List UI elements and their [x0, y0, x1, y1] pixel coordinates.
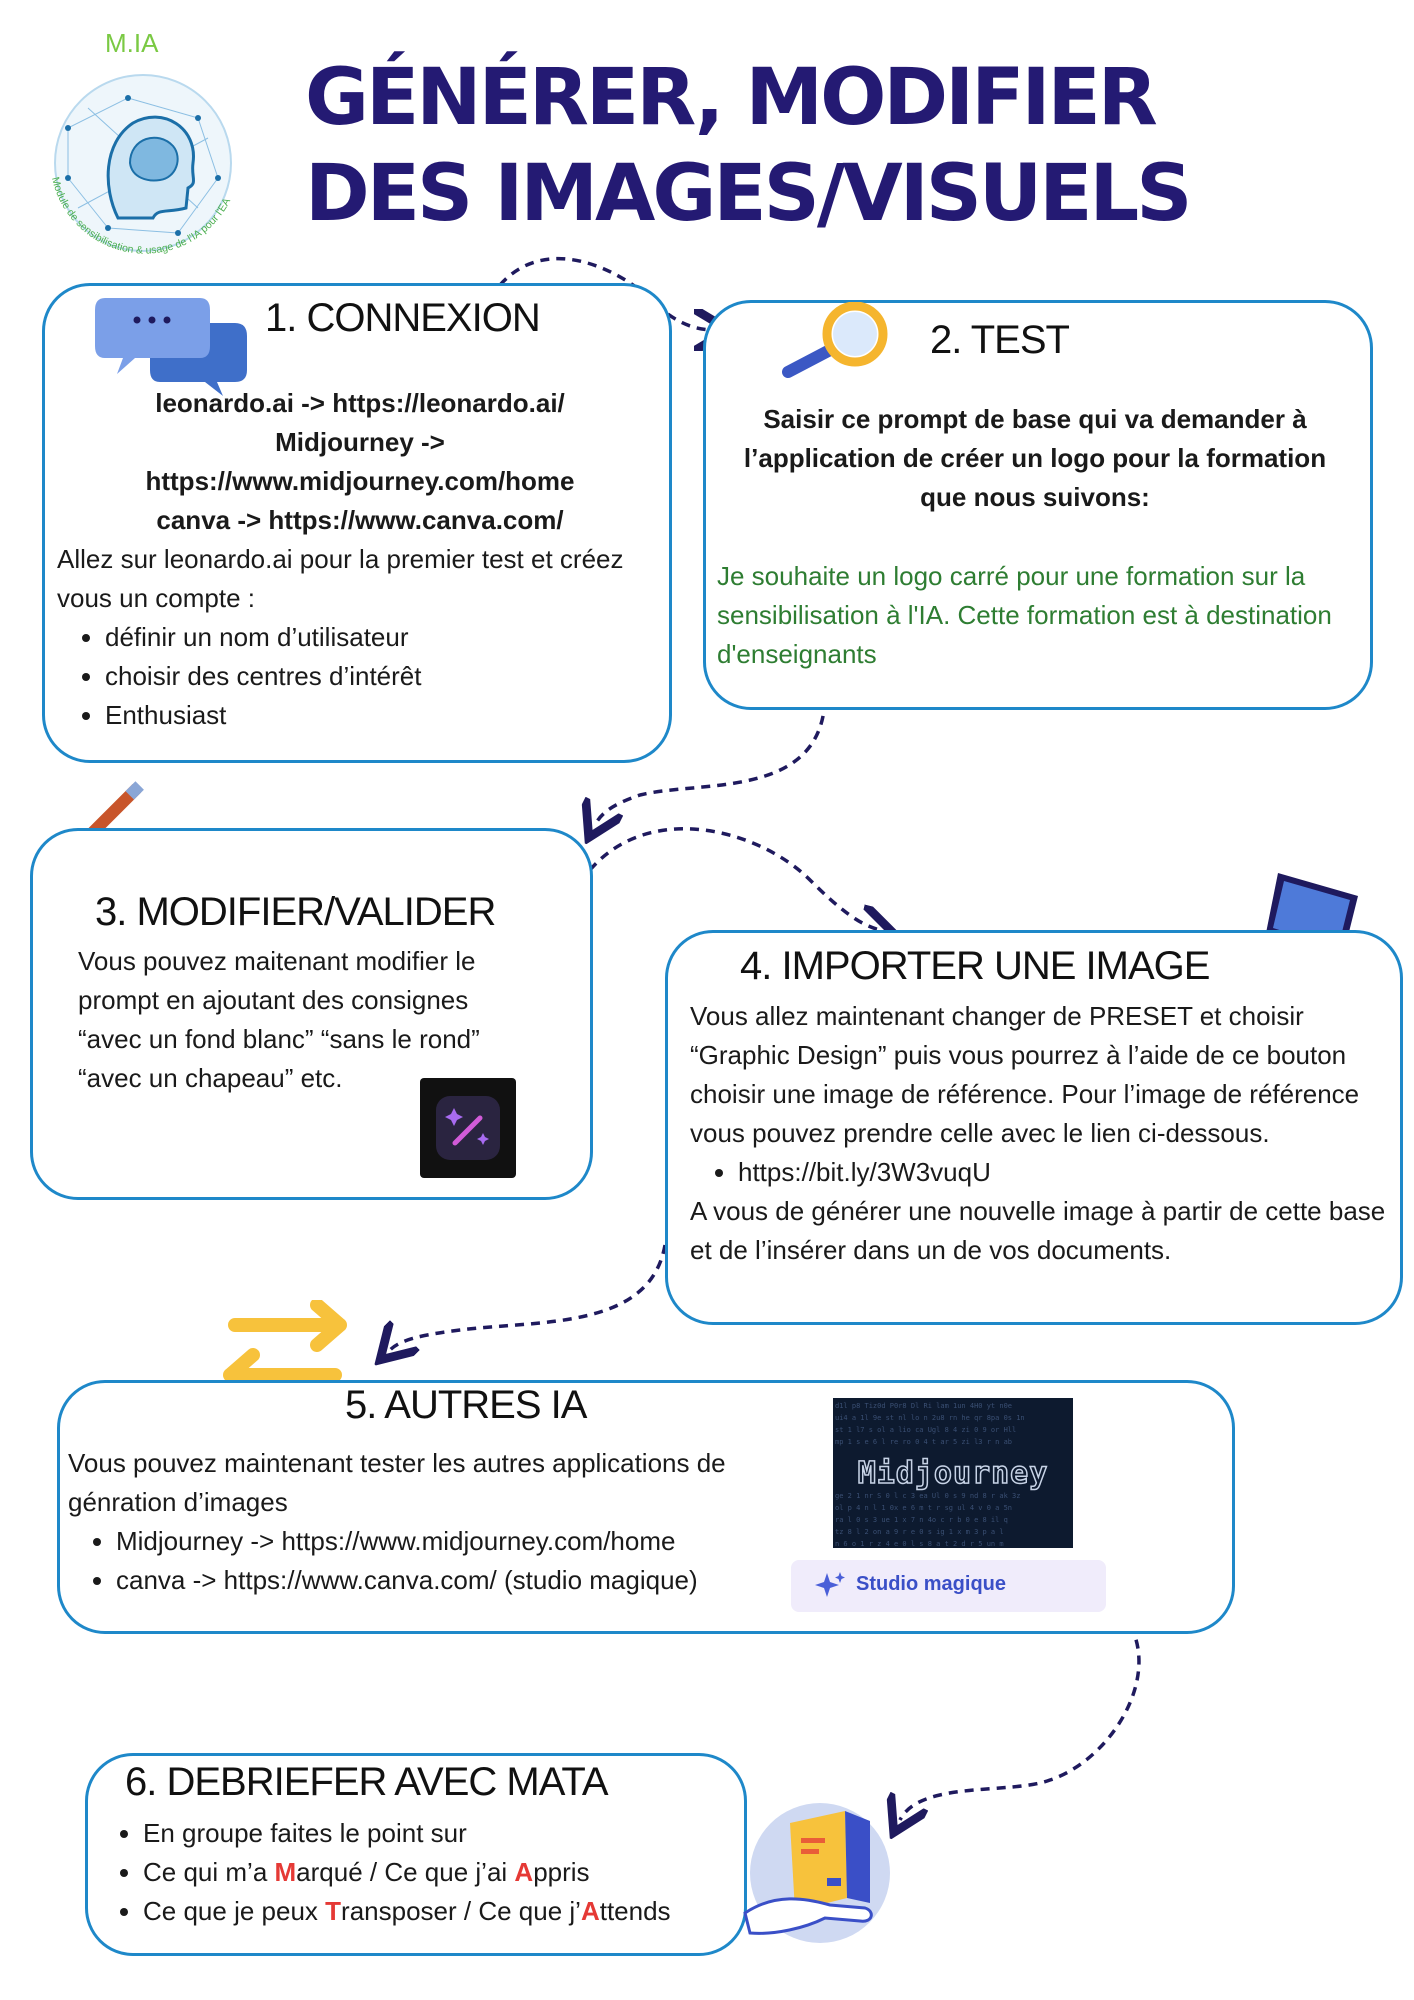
step-5-list: Midjourney -> https://www.midjourney.com…: [68, 1522, 788, 1600]
step-1-links: leonardo.ai -> https://leonardo.ai/ Midj…: [90, 384, 630, 540]
step-2-heading: 2. TEST: [930, 318, 1070, 362]
step-6-heading: 6. DEBRIEFER AVEC MATA: [125, 1760, 609, 1804]
step-2-prompt: Je souhaite un logo carré pour une forma…: [717, 561, 1332, 669]
link-leonardo[interactable]: leonardo.ai -> https://leonardo.ai/: [155, 388, 565, 418]
step-2-instruction: Saisir ce prompt de base qui va demander…: [743, 404, 1327, 512]
step-6-body: En groupe faites le point sur Ce qui m’a…: [95, 1814, 735, 1931]
magic-wand-button[interactable]: [420, 1078, 516, 1178]
step-5-text: Vous pouvez maintenant tester les autres…: [68, 1448, 726, 1517]
step-3-heading: 3. MODIFIER/VALIDER: [95, 890, 496, 934]
logo-caption-arc: Module de sensibilisation & usage de l'I…: [49, 176, 233, 257]
step-1-intro: Allez sur leonardo.ai pour la premier te…: [57, 544, 624, 613]
step-1-list: définir un nom d’utilisateur choisir des…: [57, 618, 637, 735]
step-5-body: Vous pouvez maintenant tester les autres…: [68, 1444, 788, 1600]
page-title: GÉNÉRER, MODIFIER DES IMAGES/VISUELS: [305, 50, 1192, 242]
step-6-card: [85, 1753, 747, 1956]
step-3-text: Vous pouvez maitenant modifier le prompt…: [78, 946, 480, 1093]
step-4-card: [665, 930, 1403, 1325]
link-midjourney-label: Midjourney ->: [275, 427, 445, 457]
step-4-list: https://bit.ly/3W3vuqU: [690, 1153, 1390, 1192]
logo: M.IA Module de sensibilisation & usage d…: [40, 28, 250, 268]
step-5-heading: 5. AUTRES IA: [345, 1383, 587, 1427]
list-item: définir un nom d’utilisateur: [105, 618, 637, 657]
magnifier-icon: [782, 302, 888, 378]
svg-text:n 6 o 1 r z 4 e 0 l s 8 a t 2: n 6 o 1 r z 4 e 0 l s 8 a t 2 d r 5 un m: [835, 1540, 1004, 1548]
svg-text:ra l 0 s 3 ue 1 x 7 n 4o c r: ra l 0 s 3 ue 1 x 7 n 4o c r b 0 e 8 il …: [835, 1516, 1008, 1524]
title-line-1: GÉNÉRER, MODIFIER: [305, 53, 1158, 143]
sparkle-icon: [815, 1572, 845, 1597]
step-1-body: Allez sur leonardo.ai pour la premier te…: [57, 540, 637, 735]
step-4-text2: A vous de générer une nouvelle image à p…: [690, 1196, 1386, 1265]
svg-text:Module de sensibilisation & us: Module de sensibilisation & usage de l'I…: [49, 176, 233, 257]
midjourney-label: Midjourney: [857, 1455, 1049, 1492]
step-2-card: [703, 300, 1373, 710]
svg-text:ol p 4 n l 1 0x e 6 m t r sg: ol p 4 n l 1 0x e 6 m t r sg ul 4 v 0 a …: [835, 1504, 1012, 1512]
studio-magique-button[interactable]: Studio magique: [791, 1560, 1106, 1612]
magic-wand-icon: [436, 1096, 500, 1160]
step-1-heading: 1. CONNEXION: [265, 296, 541, 340]
svg-text:mp 1 s e 6 l re ro 0 4 t ar: mp 1 s e 6 l re ro 0 4 t ar 5 zi l3 r n …: [835, 1438, 1012, 1446]
step-4-link[interactable]: https://bit.ly/3W3vuqU: [738, 1153, 1390, 1192]
chat-bubbles-icon: [95, 298, 247, 396]
arrow-3-to-4: [588, 827, 880, 930]
logo-caption: Module de sensibilisation & usage de l'I…: [49, 176, 233, 257]
link-canva[interactable]: canva -> https://www.canva.com/: [156, 505, 564, 535]
step-4-body: Vous allez maintenant changer de PRESET …: [690, 997, 1390, 1270]
list-item[interactable]: Midjourney -> https://www.midjourney.com…: [116, 1522, 788, 1561]
list-item: Enthusiast: [105, 696, 637, 735]
step-4-text: Vous allez maintenant changer de PRESET …: [690, 1001, 1360, 1148]
list-item: Ce que je peux Transposer / Ce que j’Att…: [143, 1892, 735, 1931]
step-1-card: [42, 283, 672, 763]
svg-text:tz 8 l 2 on a 9 r e 0 s ig 1: tz 8 l 2 on a 9 r e 0 s ig 1 x m 3 p a l: [835, 1528, 1004, 1536]
arrow-5-to-6: [900, 1624, 1141, 1820]
midjourney-image: d1l p8 Tiz0d P0r8 Dl Ri lam 1un 4H0 yt n…: [833, 1398, 1073, 1548]
step-6-list: En groupe faites le point sur Ce qui m’a…: [95, 1814, 735, 1931]
list-item: En groupe faites le point sur: [143, 1814, 735, 1853]
list-item: choisir des centres d’intérêt: [105, 657, 637, 696]
title-line-2: DES IMAGES/VISUELS: [305, 149, 1192, 239]
brain-head-icon: [54, 74, 232, 252]
hand-with-box-icon: [743, 1803, 890, 1943]
svg-text:ui4 a 1l 9e st nl lo n 2u8 rn: ui4 a 1l 9e st nl lo n 2u8 rn he qr 8pa …: [835, 1414, 1025, 1422]
arrow-4-to-5: [390, 1244, 667, 1350]
svg-text:st 1 l7 s ol a lio ca Ugl 8: st 1 l7 s ol a lio ca Ugl 8 4 zi 0 9 or …: [835, 1426, 1016, 1434]
step-4-heading: 4. IMPORTER UNE IMAGE: [740, 944, 1210, 988]
svg-text:ge 2 1 nr S 0 l c 3 ea Ul 0 s: ge 2 1 nr S 0 l c 3 ea Ul 0 s 9 nd 8 r a…: [835, 1492, 1020, 1500]
list-item: Ce qui m’a Marqué / Ce que j’ai Appris: [143, 1853, 735, 1892]
midjourney-texture: d1l p8 Tiz0d P0r8 Dl Ri lam 1un 4H0 yt n…: [835, 1402, 1025, 1548]
svg-text:d1l p8 Tiz0d P0r8 Dl Ri lam: d1l p8 Tiz0d P0r8 Dl Ri lam 1un 4H0 yt n…: [835, 1402, 1012, 1410]
link-midjourney[interactable]: https://www.midjourney.com/home: [145, 466, 575, 496]
logo-label: M.IA: [105, 28, 159, 58]
studio-magique-label: Studio magique: [856, 1573, 1006, 1595]
list-item[interactable]: canva -> https://www.canva.com/ (studio …: [116, 1561, 788, 1600]
